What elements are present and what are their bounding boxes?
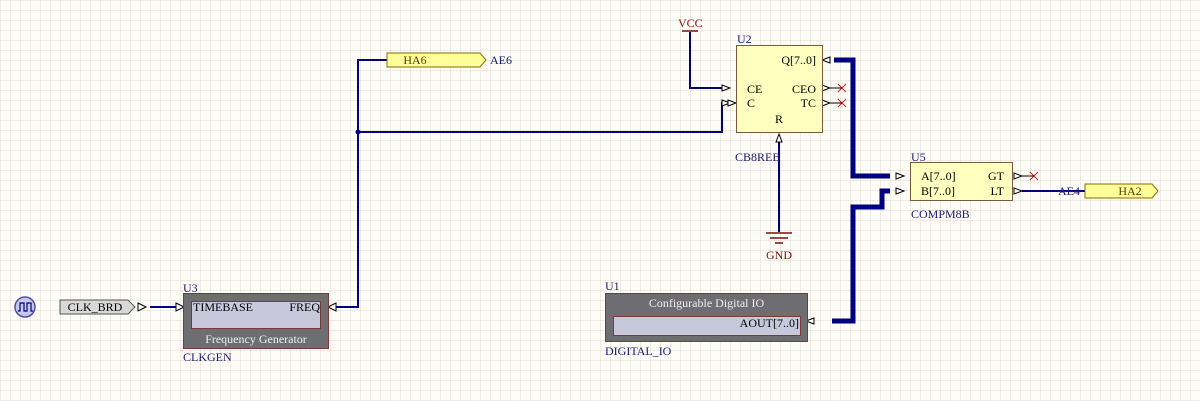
pin-arrow-clk-out [137,302,148,312]
pin-arrow-gt [1013,172,1024,180]
u5-designator: U5 [911,150,926,164]
u5-comparator-block[interactable]: A[7..0] B[7..0] GT LT [910,162,1013,201]
pin-gt[interactable]: GT [988,169,1004,183]
net-label-ae4[interactable]: AE4 [1058,184,1080,198]
u1-comment: DIGITAL_IO [605,344,672,358]
u2-counter-block[interactable]: Q[7..0] CE C CEO TC R [736,45,823,133]
u3-clkgen-block[interactable]: TIMEBASE FREQ Frequency Generator [183,293,329,349]
vcc-label: VCC [678,16,703,30]
wire-freq-c[interactable] [358,102,728,133]
port-clk-brd[interactable]: CLK_BRD [67,300,123,314]
port-ha2-shape[interactable] [1084,183,1159,199]
u3-designator: U3 [183,281,198,295]
pin-q[interactable]: Q[7..0] [781,53,816,67]
pin-arrow-tc [821,99,832,107]
port-ha2[interactable]: HA2 [1118,184,1142,198]
wire-freq[interactable] [328,59,387,308]
u1-designator: U1 [605,279,620,293]
pin-arrow-aout [804,317,815,325]
net-label-ae6[interactable]: AE6 [490,53,512,67]
pin-tc[interactable]: TC [800,96,816,110]
pin-arrow-r [775,132,783,143]
pin-timebase[interactable]: TIMEBASE [193,300,253,314]
pin-aout[interactable]: AOUT[7..0] [739,316,799,330]
pin-arrow-timebase [175,302,186,312]
bus-q[interactable] [834,57,890,179]
pin-freq[interactable]: FREQ [289,300,320,314]
u2-designator: U2 [737,32,752,46]
gnd-label: GND [766,248,792,262]
pin-b[interactable]: B[7..0] [921,184,955,198]
pin-ce[interactable]: CE [747,82,763,96]
pin-r[interactable]: R [775,112,784,126]
pin-arrow-lt [1013,187,1024,195]
port-ha6-shape[interactable] [386,52,487,68]
u5-comment: COMPM8B [911,207,970,221]
clock-source-icon [14,296,36,318]
u1-title: Configurable Digital IO [648,296,765,310]
port-clk-brd-shape[interactable] [59,299,136,315]
pin-arrow-freq [326,302,337,312]
pin-arrow-a [895,172,906,180]
u1-digital-io-block[interactable]: Configurable Digital IO AOUT[7..0] [605,293,808,342]
pin-arrow-c2 [727,99,738,107]
pin-arrow-c [721,99,732,107]
port-ha6[interactable]: HA6 [403,53,427,67]
pin-ceo[interactable]: CEO [792,82,816,96]
pin-lt[interactable]: LT [990,184,1004,198]
u3-title: Frequency Generator [205,332,307,346]
junction [355,129,361,135]
pin-arrow-b [895,187,906,195]
bus-b[interactable] [832,188,890,324]
u3-pin-area [191,301,321,329]
u1-pin-area [613,316,801,336]
u3-comment: CLKGEN [183,350,232,364]
pin-arrow-ceo [821,84,832,92]
gnd-power-symbol[interactable] [766,232,792,244]
pin-c[interactable]: C [747,96,756,110]
wire-vcc[interactable] [689,32,728,89]
pin-arrow-q [820,56,831,64]
pin-a[interactable]: A[7..0] [921,169,956,183]
u2-comment: CB8REB [735,150,781,164]
pin-arrow-ce [721,84,732,92]
